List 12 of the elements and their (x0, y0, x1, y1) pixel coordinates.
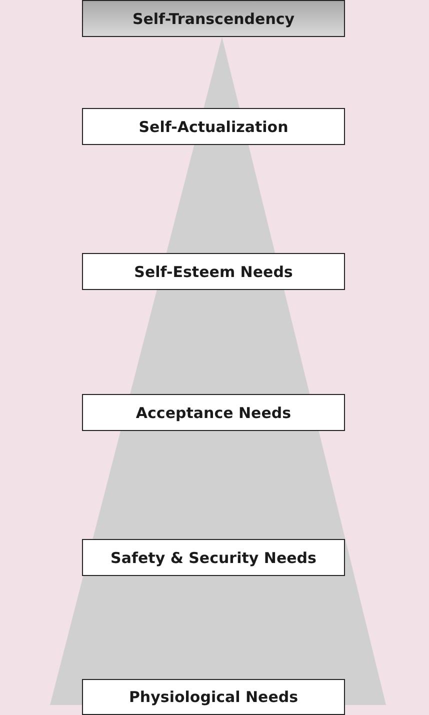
level-box (82, 679, 345, 715)
level-box (82, 253, 345, 290)
level-label: Safety & Security Needs (110, 548, 316, 566)
level-label: Acceptance Needs (136, 404, 292, 422)
level-box (82, 539, 345, 576)
title-banner (82, 0, 345, 37)
level-box (82, 394, 345, 431)
level-label: Self-Esteem Needs (134, 262, 293, 280)
level-label: Self-Actualization (138, 118, 288, 136)
level-box (82, 108, 345, 145)
level-label: Physiological Needs (128, 688, 298, 706)
level-label: Self-Transcendency (132, 10, 295, 28)
